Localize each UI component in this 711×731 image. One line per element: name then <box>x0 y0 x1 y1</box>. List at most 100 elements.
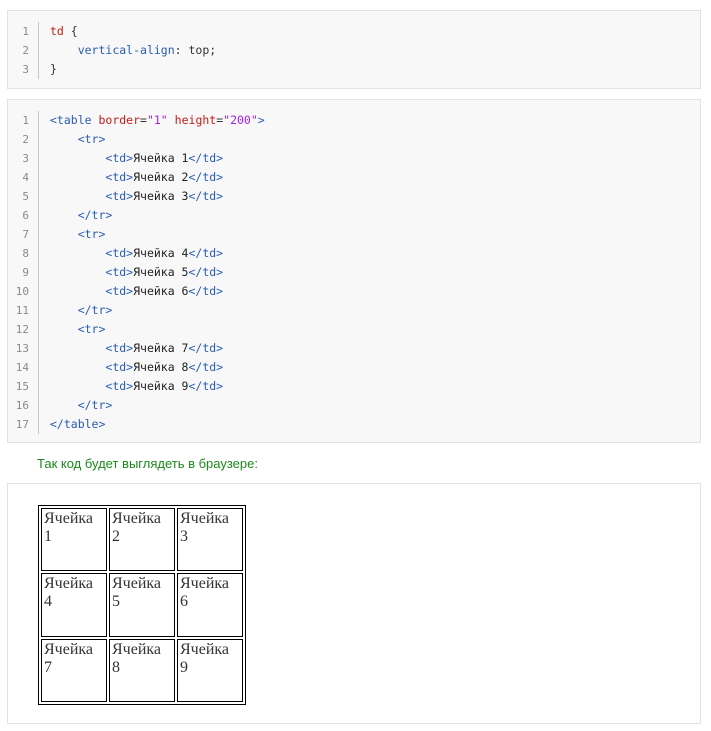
code-token: </td> <box>188 341 224 355</box>
code-token: <td> <box>105 246 134 260</box>
code-token: </td> <box>188 246 224 260</box>
code-token: </td> <box>188 284 224 298</box>
code-token: vertical-align <box>77 43 175 57</box>
code-line: td { <box>50 22 700 41</box>
code-line: <td>Ячейка 9</td> <box>50 377 700 396</box>
code-token <box>50 379 105 393</box>
line-number: 3 <box>22 152 29 165</box>
line-number: 2 <box>22 44 29 57</box>
line-number: 11 <box>15 304 29 317</box>
code-token: </tr> <box>77 303 113 317</box>
code-token <box>50 132 78 146</box>
table-cell: Ячейка 2 <box>109 508 175 572</box>
code-line: <td>Ячейка 2</td> <box>50 168 700 187</box>
code-token: "200" <box>223 113 258 127</box>
table-cell: Ячейка 4 <box>41 573 107 637</box>
code-lines: td { vertical-align: top;} <box>50 22 700 79</box>
code-token: = <box>140 113 147 127</box>
code-line: </table> <box>50 415 700 434</box>
code-token: border <box>98 113 141 127</box>
code-line: <td>Ячейка 3</td> <box>50 187 700 206</box>
code-token: <td> <box>105 284 134 298</box>
code-token: Ячейка 3 <box>133 189 189 203</box>
line-number: 3 <box>22 63 29 76</box>
code-token: </td> <box>188 379 224 393</box>
code-line: <td>Ячейка 8</td> <box>50 358 700 377</box>
code-line: <td>Ячейка 6</td> <box>50 282 700 301</box>
code-token: </td> <box>188 189 224 203</box>
code-block-css: 1 2 3 td { vertical-align: top;} <box>7 10 701 89</box>
code-token: "1" <box>146 113 168 127</box>
line-number: 2 <box>22 133 29 146</box>
code-token: <td> <box>105 151 134 165</box>
code-token: Ячейка 5 <box>133 265 189 279</box>
line-number: 7 <box>22 228 29 241</box>
code-token: <td> <box>105 170 134 184</box>
code-token: <td> <box>105 360 134 374</box>
code-token: Ячейка 9 <box>133 379 189 393</box>
code-token: Ячейка 8 <box>133 360 189 374</box>
code-token <box>50 170 105 184</box>
code-line: </tr> <box>50 206 700 225</box>
line-number: 10 <box>15 285 29 298</box>
code-line: <td>Ячейка 5</td> <box>50 263 700 282</box>
code-lines: <table border="1" height="200"> <tr> <td… <box>50 111 700 434</box>
table-cell: Ячейка 9 <box>177 638 243 702</box>
code-line: <tr> <box>50 225 700 244</box>
code-line: <td>Ячейка 1</td> <box>50 149 700 168</box>
line-number: 9 <box>22 266 29 279</box>
code-token: height <box>174 113 217 127</box>
code-token: Ячейка 6 <box>133 284 189 298</box>
code-token: <td> <box>105 341 134 355</box>
code-line: } <box>50 60 700 79</box>
code-token: = <box>216 113 224 127</box>
code-token <box>50 189 105 203</box>
code-line: <tr> <box>50 130 700 149</box>
code-token: > <box>257 113 265 127</box>
code-token <box>50 151 105 165</box>
code-token <box>50 43 78 57</box>
code-token: </table> <box>50 417 106 431</box>
code-token: </td> <box>188 265 224 279</box>
line-number: 4 <box>22 171 29 184</box>
code-token: <td> <box>105 265 134 279</box>
code-line: </tr> <box>50 396 700 415</box>
code-token <box>50 265 105 279</box>
code-token: </tr> <box>77 398 113 412</box>
code-line: </tr> <box>50 301 700 320</box>
code-token: { <box>63 24 78 38</box>
code-line: <tr> <box>50 320 700 339</box>
line-number: 1 <box>22 114 29 127</box>
line-number: 17 <box>15 418 29 431</box>
code-token: </tr> <box>77 208 113 222</box>
code-token: <tr> <box>77 322 106 336</box>
code-token <box>168 113 175 127</box>
line-number: 12 <box>15 323 29 336</box>
line-number: 1 <box>22 25 29 38</box>
line-number-gutter: 1 2 3 <box>8 22 39 79</box>
code-token: <td> <box>105 189 134 203</box>
code-token: : top; <box>174 43 217 57</box>
table-cell: Ячейка 5 <box>109 573 175 637</box>
line-number: 16 <box>15 399 29 412</box>
line-number: 8 <box>22 247 29 260</box>
line-number: 13 <box>15 342 29 355</box>
code-token: Ячейка 2 <box>133 170 189 184</box>
code-token <box>50 360 105 374</box>
code-token: </td> <box>188 151 224 165</box>
table-cell: Ячейка 8 <box>109 638 175 702</box>
code-token: <tr> <box>77 132 106 146</box>
code-token <box>50 246 105 260</box>
code-token <box>50 227 78 241</box>
code-token: Ячейка 4 <box>133 246 189 260</box>
code-token: Ячейка 1 <box>133 151 189 165</box>
code-token <box>50 398 78 412</box>
line-number: 6 <box>22 209 29 222</box>
line-number: 14 <box>15 361 29 374</box>
